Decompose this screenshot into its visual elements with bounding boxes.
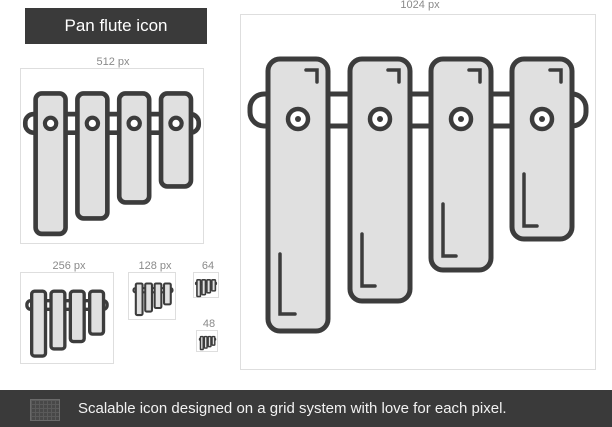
frame-256 — [20, 272, 114, 364]
pan-flute-icon-128 — [132, 282, 174, 317]
pan-flute-icon-512 — [22, 91, 202, 237]
frame-512 — [20, 68, 204, 244]
size-label-1024: 1024 px — [392, 0, 448, 11]
frame-64 — [193, 272, 219, 298]
size-label-256: 256 px — [44, 260, 94, 272]
footer-text: Scalable icon designed on a grid system … — [78, 400, 507, 417]
size-label-128: 128 px — [132, 260, 178, 272]
size-label-512: 512 px — [88, 56, 138, 68]
frame-1024 — [240, 14, 596, 370]
pan-flute-icon-large — [247, 56, 589, 334]
size-label-48: 48 — [198, 318, 220, 330]
pan-flute-graphic — [247, 56, 589, 334]
pan-flute-icon-48 — [198, 335, 217, 351]
grid-icon — [30, 399, 60, 421]
footer-banner: Scalable icon designed on a grid system … — [0, 390, 612, 427]
frame-48 — [196, 330, 218, 352]
pan-flute-icon-64 — [194, 279, 218, 298]
page-title: Pan flute icon — [25, 8, 207, 44]
frame-128 — [128, 272, 176, 320]
size-label-64: 64 — [196, 260, 220, 272]
pan-flute-icon-256 — [25, 289, 109, 358]
